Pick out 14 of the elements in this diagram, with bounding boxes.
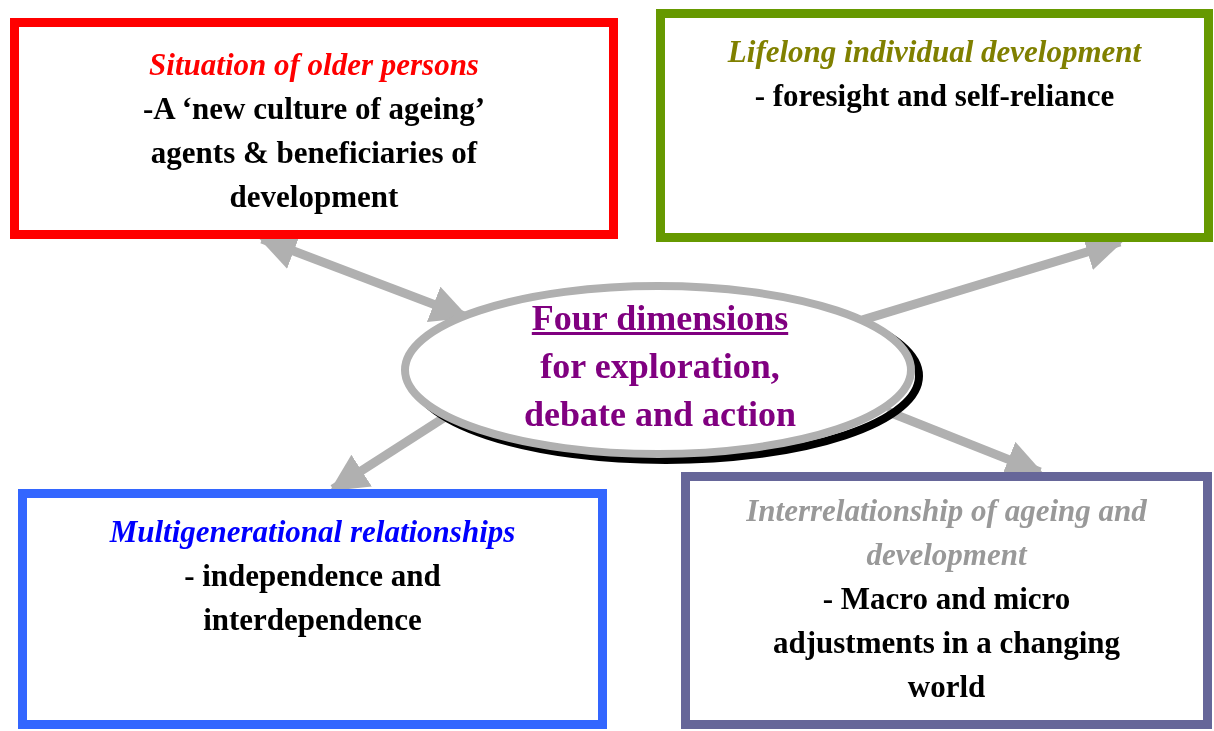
box-text: - independence and interdependence bbox=[183, 557, 442, 639]
box-text: - Macro and micro adjustments in a changing world bbox=[771, 580, 1122, 706]
box-heading: Lifelong individual development bbox=[726, 33, 1143, 71]
dimension-box bbox=[10, 18, 618, 239]
box-text: -A ‘new culture of ageing’ agents & beneficiaries of development bbox=[141, 90, 487, 216]
box-heading: Interrelationship of ageing and development bbox=[745, 492, 1148, 574]
box-text: - foresight and self-reliance bbox=[753, 77, 1116, 115]
dimension-box bbox=[656, 9, 1213, 242]
center-text: for exploration, debate and action bbox=[523, 345, 797, 436]
box-heading: Situation of older persons bbox=[148, 46, 480, 84]
dimension-box bbox=[18, 489, 607, 729]
dimension-box bbox=[681, 472, 1212, 729]
box-heading: Multigenerational relationships bbox=[108, 513, 517, 551]
center-heading: Four dimensions bbox=[530, 297, 790, 340]
